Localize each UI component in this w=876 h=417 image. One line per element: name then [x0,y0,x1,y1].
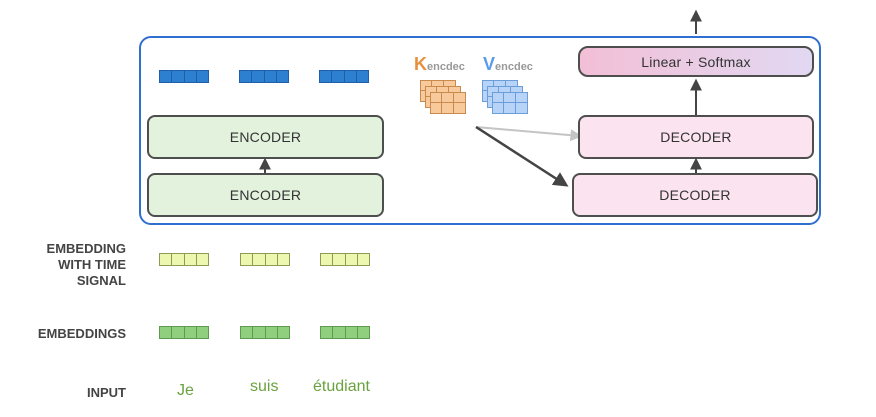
embedding-time-vector [240,253,290,266]
k-encdec-label: Kencdec [414,54,465,75]
input-label: INPUT [87,385,126,400]
transformer-frame [139,36,821,225]
embedding-time-label-line2: WITH TIME [58,257,126,272]
input-word: étudiant [313,378,370,395]
embeddings-label: EMBEDDINGS [37,326,126,341]
k-subscript: encdec [427,61,465,73]
encoder-output-vector [239,70,289,83]
k-letter: K [414,54,427,74]
linear-softmax-block: Linear + Softmax [578,46,814,77]
v-subscript: encdec [495,61,533,73]
input-word: Je [177,382,194,399]
encoder-output-vector [159,70,209,83]
decoder-top: DECODER [578,115,814,159]
embedding-vector [320,326,370,339]
kv-to-bottom-decoder-arrow [475,125,569,187]
encoder-bottom: ENCODER [147,173,384,217]
input-word: suis [250,378,279,395]
embedding-time-label-line1: EMBEDDING [46,241,126,256]
embedding-vector [240,326,290,339]
encoder-output-vector [319,70,369,83]
decoder-bottom: DECODER [572,173,818,217]
embedding-with-time-signal-label: EMBEDDING WITH TIME SIGNAL [47,241,126,289]
embedding-time-label-line3: SIGNAL [76,273,126,288]
v-letter: V [483,54,496,74]
kv-to-top-decoder-arrow [475,126,583,142]
embedding-time-vector [159,253,209,266]
encoder-top: ENCODER [147,115,384,159]
embedding-time-vector [320,253,370,266]
v-encdec-label: Vencdec [483,54,533,75]
embedding-vector [159,326,209,339]
